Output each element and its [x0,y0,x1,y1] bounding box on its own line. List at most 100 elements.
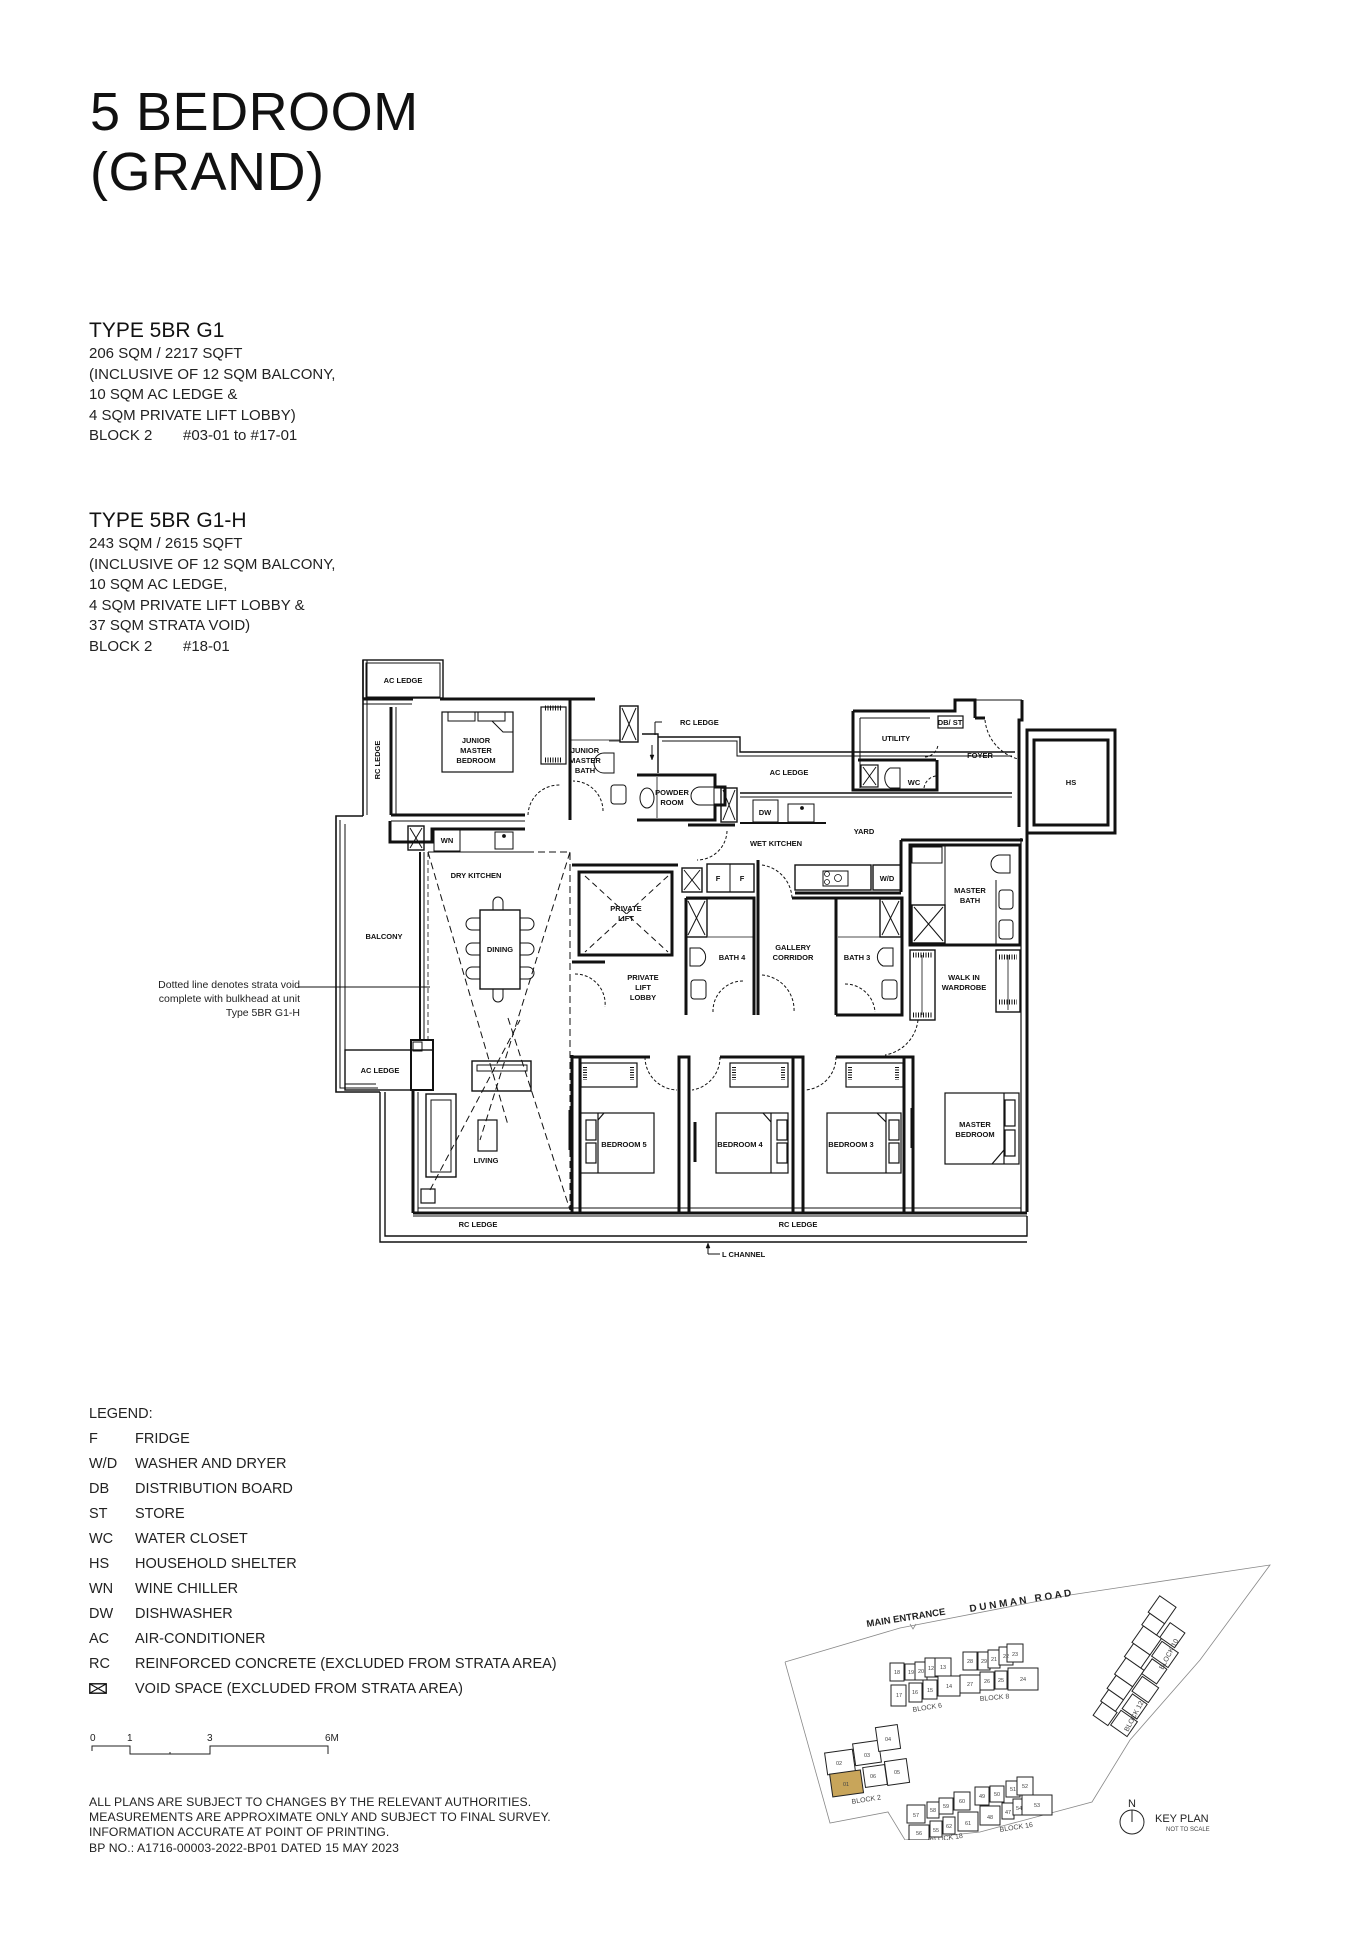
label-master-bath-1: MASTER [954,886,986,895]
label-bedroom-3: BEDROOM 3 [828,1140,873,1149]
legend-label: FRIDGE [135,1431,190,1447]
scale-tick-3: 3 [207,1733,213,1744]
road-label: D U N M A N R O A D [969,1588,1072,1615]
svg-text:53: 53 [1034,1803,1040,1809]
key-plan-subtitle: NOT TO SCALE [1166,1827,1210,1833]
svg-text:03: 03 [864,1753,870,1759]
label-fridge-2: F [740,874,745,883]
unit-detail: 37 SQM STRATA VOID) [89,617,251,634]
label-wiw-1: WALK IN [948,973,980,982]
svg-text:25: 25 [998,1678,1004,1684]
legend-code: WN [89,1581,114,1597]
label-pll-1: PRIVATE [627,973,658,982]
highlighted-unit-01 [829,1769,865,1798]
scale-tick-0: 0 [90,1733,96,1744]
svg-text:61: 61 [965,1821,971,1827]
legend-item: F FRIDGE [89,1427,557,1452]
svg-text:56: 56 [916,1831,922,1837]
legend-item: W/D WASHER AND DRYER [89,1452,557,1477]
block-6-label: BLOCK 6 [912,1702,942,1714]
svg-text:24: 24 [1020,1677,1026,1683]
svg-text:27: 27 [967,1682,973,1688]
svg-text:50: 50 [994,1792,1000,1798]
legend-label: WINE CHILLER [135,1581,239,1597]
unit-block: BLOCK 2 [89,427,153,444]
svg-text:12: 12 [928,1666,934,1672]
legend-code: ST [89,1506,108,1522]
legend-code: DW [89,1606,114,1622]
svg-text:55: 55 [933,1828,939,1834]
label-wd: W/D [880,874,895,883]
highlighted-unit-label: 01 [843,1782,849,1788]
svg-text:19: 19 [908,1670,914,1676]
svg-text:47: 47 [1005,1810,1011,1816]
block-16-label: BLOCK 16 [999,1822,1033,1834]
legend-label: STORE [135,1506,185,1522]
svg-text:15: 15 [927,1688,933,1694]
legend-label: WASHER AND DRYER [135,1456,287,1472]
unit-detail: 4 SQM PRIVATE LIFT LOBBY) [89,406,296,424]
svg-text:26: 26 [984,1679,990,1685]
svg-text:18: 18 [894,1670,900,1676]
label-db-st: DB/ ST [938,718,963,727]
legend-item: ST STORE [89,1502,557,1527]
block-18-label: BLOCK 18 [929,1833,963,1840]
svg-text:28: 28 [967,1659,973,1665]
svg-text:21: 21 [991,1657,997,1663]
label-bath-3: BATH 3 [844,953,871,962]
label-private-lift-2: LIFT [618,914,634,923]
block-2-label: BLOCK 2 [851,1794,881,1806]
label-dry-kitchen: DRY KITCHEN [451,871,502,880]
label-gallery-2: CORRIDOR [773,953,814,962]
legend-heading: LEGEND: [89,1406,153,1422]
label-rc-ledge-br: RC LEDGE [779,1220,818,1229]
unit-detail: 10 SQM AC LEDGE & [89,386,238,403]
label-wc: WC [908,778,921,787]
key-plan-title: KEY PLAN [1155,1813,1209,1825]
label-dining: DINING [487,945,513,954]
legend-item: VOID SPACE (EXCLUDED FROM STRATA AREA) [89,1677,557,1703]
svg-text:51: 51 [1010,1787,1016,1793]
label-living: LIVING [473,1156,498,1165]
svg-text:13: 13 [940,1665,946,1671]
unit-type-5br-g1-h: TYPE 5BR G1-H 243 SQM / 2615 SQFT (INCLU… [89,508,335,657]
disclaimer-line: BP NO.: A1716-00003-2022-BP01 DATED 15 M… [89,1840,400,1855]
svg-text:14: 14 [946,1684,952,1690]
svg-text:52: 52 [1022,1784,1028,1790]
legend-code: W/D [89,1456,118,1472]
legend-label: HOUSEHOLD SHELTER [135,1556,297,1572]
svg-text:04: 04 [885,1737,891,1743]
legend-code: AC [89,1631,110,1647]
legend-code: HS [89,1556,110,1572]
label-pll-2: LIFT [635,983,651,992]
legend-code: F [89,1431,98,1447]
svg-text:60: 60 [959,1799,965,1805]
strata-void-callout: Dotted line denotes strata void complete… [158,979,300,1019]
unit-numbers: #18-01 [183,637,230,655]
svg-text:58: 58 [930,1808,936,1814]
disclaimer: ALL PLANS ARE SUBJECT TO CHANGES BY THE … [89,1795,551,1856]
title-line-2: (GRAND) [90,142,325,202]
label-jmbath-1: JUNIOR [571,746,600,755]
svg-text:17: 17 [896,1693,902,1699]
unit-block: BLOCK 2 [89,637,153,655]
svg-text:62: 62 [946,1824,952,1830]
unit-area: 243 SQM / 2615 SQFT [89,535,243,552]
svg-text:59: 59 [943,1804,949,1810]
label-yard: YARD [854,827,875,836]
page-title: 5 BEDROOM (GRAND) [90,82,419,202]
label-jmbath-3: BATH [575,766,595,775]
legend-label: REINFORCED CONCRETE (EXCLUDED FROM STRAT… [135,1656,557,1672]
legend-label: WATER CLOSET [135,1531,248,1547]
label-master-bedroom-1: MASTER [959,1120,991,1129]
label-bedroom-4: BEDROOM 4 [717,1140,763,1149]
label-jmbath-2: MASTER [569,756,601,765]
void-space-icon [89,1683,107,1694]
disclaimer-line: ALL PLANS ARE SUBJECT TO CHANGES BY THE … [89,1795,532,1809]
label-wet-kitchen: WET KITCHEN [750,839,802,848]
